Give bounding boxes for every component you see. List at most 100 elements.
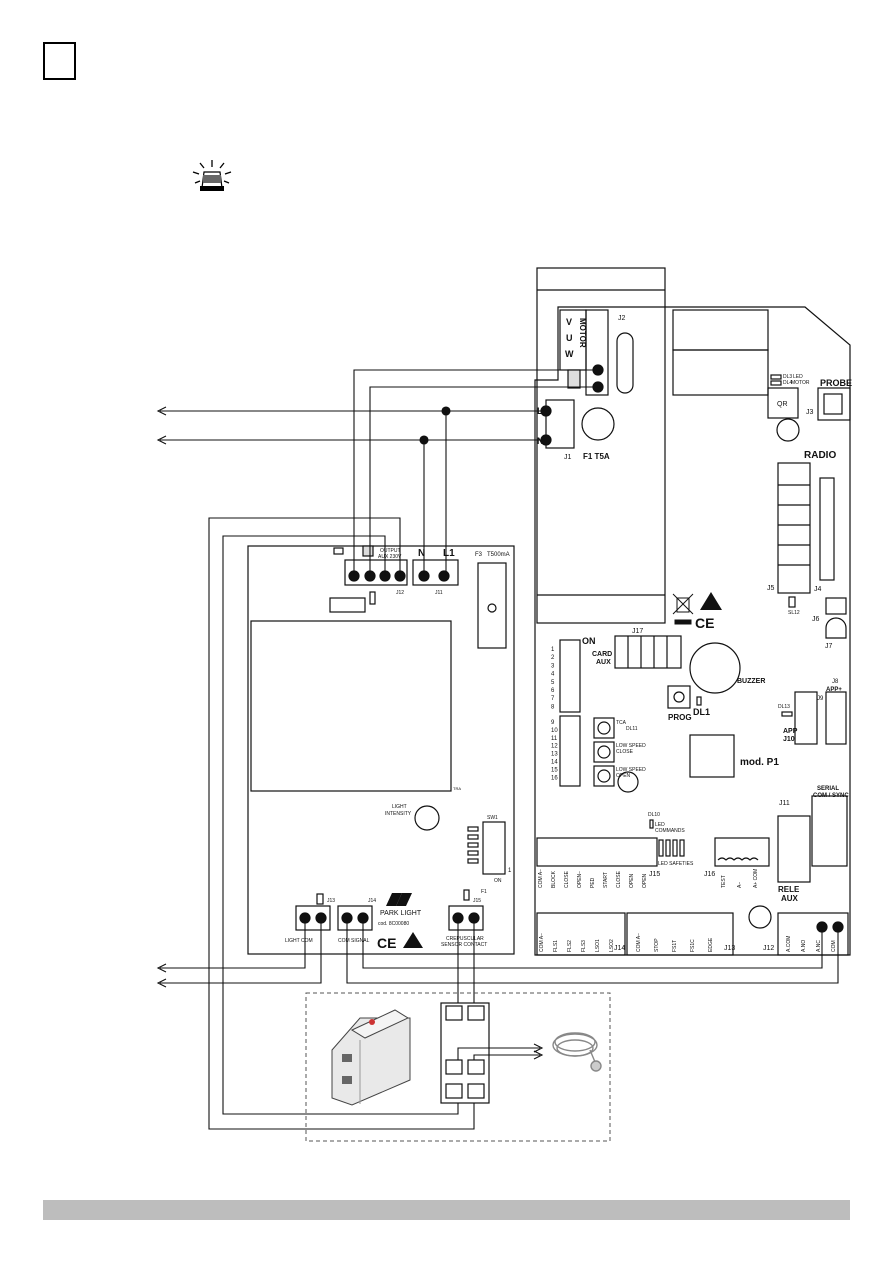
terminal-label: COM A− bbox=[636, 933, 642, 952]
crepuscular-label-1: CREPUSCULAR bbox=[446, 936, 484, 942]
j13-terminal-labels: COM A− STOP FS1T FS1C EDGE bbox=[636, 933, 714, 952]
aux2-label: AUX bbox=[781, 894, 799, 903]
output-aux-label-1: OUTPUT bbox=[380, 548, 401, 554]
dl11-label: DL11 bbox=[626, 726, 638, 732]
park-light-logo bbox=[386, 893, 412, 906]
crepuscular-sensor-icon bbox=[552, 1032, 602, 1072]
j3-label: J3 bbox=[806, 409, 814, 416]
low-speed-open-1: LOW SPEED bbox=[616, 767, 646, 773]
n-label: N bbox=[537, 436, 544, 446]
dl3-label: DL3 bbox=[783, 374, 792, 380]
qr-label: QR bbox=[777, 401, 788, 408]
dl13-label: DL13 bbox=[778, 704, 790, 710]
sw1-label: SW1 bbox=[487, 815, 498, 821]
radio-label: RADIO bbox=[804, 450, 836, 461]
terminal-label: BLOCK bbox=[551, 870, 557, 888]
dip-number: 4 bbox=[551, 672, 555, 678]
j10-label: J10 bbox=[783, 736, 795, 743]
terminal-label: STOP bbox=[654, 938, 660, 952]
terminal-label: A.COM bbox=[786, 936, 792, 952]
dl10-label: DL10 bbox=[648, 812, 660, 818]
app-plus-label: APP+ bbox=[826, 687, 842, 693]
dl1-label: DL1 bbox=[693, 707, 710, 717]
low-speed-close-1: LOW SPEED bbox=[616, 743, 646, 749]
led-commands-label-2: COMMANDS bbox=[655, 828, 685, 834]
page-number-box bbox=[43, 42, 76, 80]
j17-label: J17 bbox=[632, 628, 643, 635]
dip-number: 13 bbox=[551, 752, 558, 758]
f3-fuse-label: T500mA bbox=[487, 552, 510, 558]
pl-n-label: N bbox=[418, 548, 425, 559]
led-commands-label: LED bbox=[655, 822, 665, 828]
motor-u-label: U bbox=[566, 333, 573, 343]
motor-title: MOTOR bbox=[578, 318, 587, 348]
terminal-label: FS1C bbox=[690, 939, 696, 952]
dip-number: 5 bbox=[551, 680, 555, 686]
j16-label: J16 bbox=[704, 871, 715, 878]
terminal-label: LSO2 bbox=[609, 939, 615, 952]
light-intensity-label-2: INTENSITY bbox=[385, 811, 412, 817]
j1-label: J1 bbox=[564, 454, 572, 461]
terminal-label: FLS1 bbox=[553, 940, 559, 952]
f3-label: F3 bbox=[475, 552, 483, 558]
terminal-label: FLS2 bbox=[567, 940, 573, 952]
j15-label: J15 bbox=[649, 871, 660, 878]
terminal-label: COM bbox=[831, 940, 837, 952]
j7-label: J7 bbox=[825, 643, 833, 650]
terminal-label: OPEN bbox=[629, 873, 635, 888]
dip-number: 2 bbox=[551, 655, 555, 661]
terminal-label: A− bbox=[737, 882, 743, 888]
dip-number: 15 bbox=[551, 767, 558, 773]
relay-terminal-block bbox=[440, 1002, 490, 1104]
dip-number: 14 bbox=[551, 760, 558, 766]
pl-j12-label: J12 bbox=[396, 590, 404, 596]
fuse-label: F1 T5A bbox=[583, 452, 610, 461]
serial-label-2: COM / SYNC bbox=[813, 793, 849, 799]
ce-mark-icon: CE CE bbox=[377, 615, 714, 951]
rele-label: RELE bbox=[778, 885, 800, 894]
card-label: CARD bbox=[592, 651, 612, 658]
j14-label: J14 bbox=[614, 945, 625, 952]
wires bbox=[156, 369, 839, 1130]
svg-text:CE: CE bbox=[377, 935, 396, 951]
terminal-label: COM A− bbox=[539, 933, 545, 952]
terminal-label: OPEN bbox=[642, 873, 648, 888]
flashing-light-icon bbox=[192, 160, 232, 191]
sw-on-label: ON bbox=[494, 878, 502, 884]
terminal-label: COM A− bbox=[538, 869, 544, 888]
terminal-label: EDGE bbox=[708, 937, 714, 952]
com-signal-label: COM SIGNAL bbox=[338, 938, 370, 944]
footer-bar bbox=[43, 1200, 850, 1220]
serial-label-1: SERIAL bbox=[817, 786, 839, 792]
motor-w-label: W bbox=[565, 349, 574, 359]
terminal-label: PED bbox=[590, 877, 596, 888]
j13-label: J13 bbox=[724, 945, 735, 952]
dip-number: 16 bbox=[551, 775, 558, 781]
low-speed-open-2: OPEN bbox=[616, 773, 631, 779]
pl-f1-label: F1 bbox=[481, 889, 487, 895]
sw-num-label: 1 bbox=[508, 868, 512, 874]
terminal-label: FS1T bbox=[672, 940, 678, 952]
led-motor-label-2: MOTOR bbox=[791, 380, 810, 386]
terminal-label: CLOSE bbox=[616, 870, 622, 888]
tra-label: TRA bbox=[453, 786, 461, 791]
app-label: APP bbox=[783, 728, 798, 735]
main-board-labels: V U W MOTOR J2 PROBE J3 QR DL3 DL4 LED M… bbox=[537, 315, 852, 952]
motor-v-label: V bbox=[566, 317, 572, 327]
light-intensity-label-1: LIGHT bbox=[392, 804, 407, 810]
terminal-label: CLOSE bbox=[564, 870, 570, 888]
j6-label: J6 bbox=[812, 616, 820, 623]
buzzer-label: BUZZER bbox=[737, 678, 765, 685]
dip-number: 8 bbox=[551, 704, 555, 710]
led-motor-label: LED bbox=[793, 374, 803, 380]
j11-label: J11 bbox=[779, 800, 790, 807]
svg-text:CE: CE bbox=[695, 615, 714, 631]
dip-number: 7 bbox=[551, 696, 555, 702]
model-label: mod. P1 bbox=[740, 757, 779, 768]
pl-l1-label: L1 bbox=[443, 548, 455, 559]
park-light-code: cod. 8C00080 bbox=[378, 921, 409, 927]
